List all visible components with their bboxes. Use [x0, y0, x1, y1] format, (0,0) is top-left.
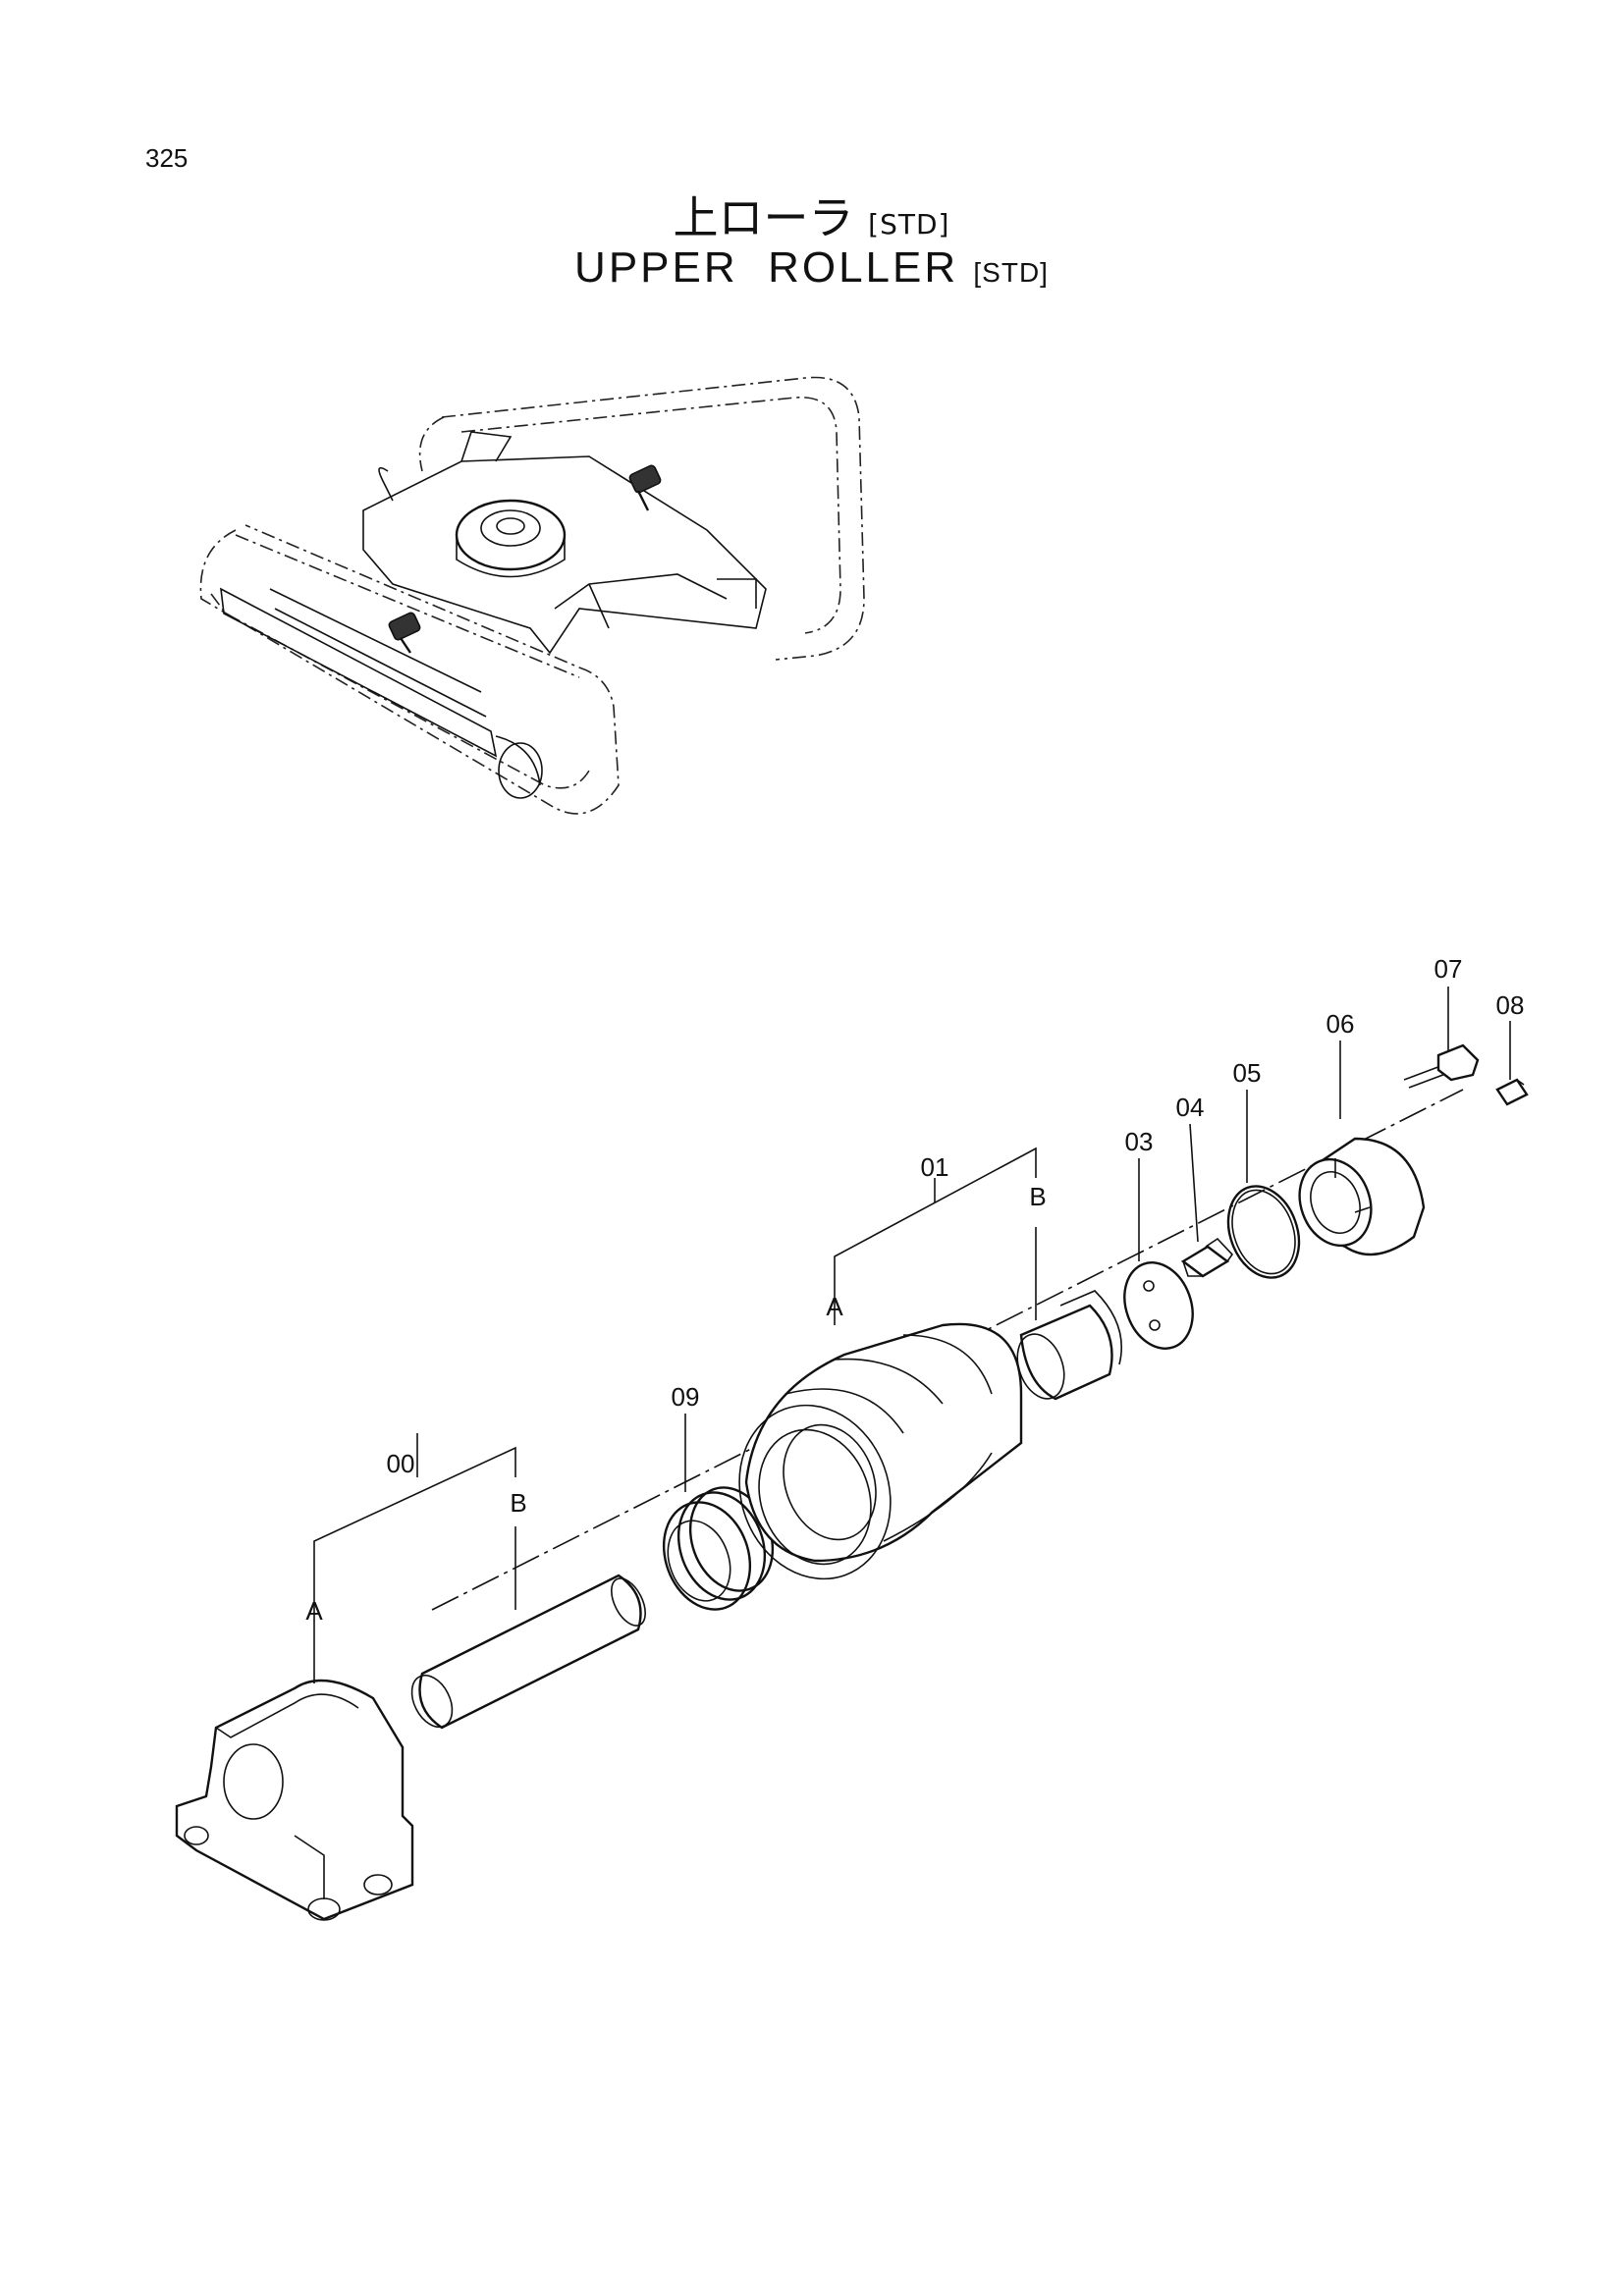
label-part-00b: B [510, 1488, 526, 1518]
part-04-bolt [1180, 1237, 1234, 1278]
title-jp-tag: [STD] [868, 208, 950, 240]
label-part-08: 08 [1496, 990, 1525, 1020]
part-00a-bracket [175, 1679, 414, 1921]
part-00b-shaft [410, 1574, 646, 1730]
title-en-text: UPPER ROLLER [574, 243, 959, 292]
page-title-english: UPPER ROLLER [STD] [0, 243, 1623, 293]
label-part-07: 07 [1434, 954, 1463, 984]
label-part-05: 05 [1233, 1058, 1262, 1088]
leader-lines [313, 987, 1511, 1683]
upper-roller-highlight-rear [628, 464, 662, 511]
part-01b-bushing [1016, 1290, 1122, 1401]
part-07-bolt [1403, 1043, 1480, 1089]
label-part-00a: A [305, 1596, 323, 1626]
label-part-09: 09 [672, 1382, 700, 1412]
label-part-01: 01 [921, 1152, 949, 1182]
part-08-plug [1495, 1078, 1529, 1106]
upper-roller-highlight-front [388, 612, 421, 654]
part-05-o-ring [1226, 1185, 1301, 1279]
label-part-04: 04 [1176, 1093, 1205, 1122]
page-number: 325 [145, 143, 189, 173]
label-part-03: 03 [1125, 1127, 1154, 1156]
title-en-tag: [STD] [973, 257, 1049, 288]
undercarriage-overview [199, 376, 865, 815]
part-01a-roller [738, 1322, 1023, 1580]
part-06-cover [1298, 1137, 1426, 1256]
label-part-01a: A [826, 1292, 843, 1321]
label-part-01b: B [1029, 1182, 1046, 1211]
part-03-plate [1123, 1261, 1194, 1350]
page-title-japanese: 上ローラ [STD] [0, 183, 1623, 247]
label-part-00: 00 [387, 1449, 415, 1478]
label-part-06: 06 [1326, 1009, 1355, 1039]
title-jp-text: 上ローラ [673, 191, 854, 244]
